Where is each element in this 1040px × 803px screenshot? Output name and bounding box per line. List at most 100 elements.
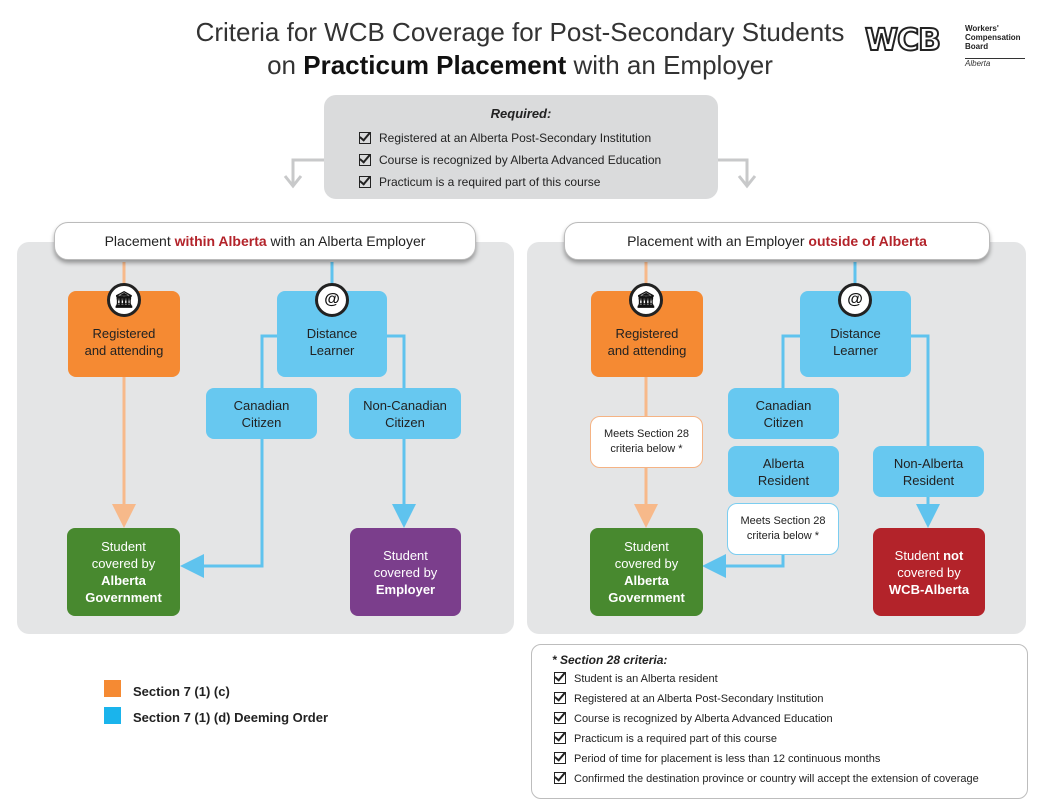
wcb-logo-mark: WCB [864,23,942,58]
section28-item: Registered at an Alberta Post-Secondary … [554,692,823,706]
node-text: Distance [306,326,358,341]
required-item-text: Practicum is a required part of this cou… [379,175,601,189]
node-text: Resident [902,472,955,488]
required-item: Course is recognized by Alberta Advanced… [359,152,661,168]
building-columns-icon: 🏛 [629,283,663,317]
right-meets-criteria-note-2: Meets Section 28 criteria below * [727,503,839,555]
node-text: Student [383,547,428,563]
at-sign-icon: @ [838,283,872,317]
logo-rule [965,58,1025,59]
node-text: covered by [373,564,438,580]
node-text: Citizen [385,414,425,430]
node-text: Student [624,539,669,554]
right-header-highlight: outside of Alberta [808,233,927,249]
node-text: Registered [92,326,156,341]
section28-item: Student is an Alberta resident [554,672,718,686]
required-item: Registered at an Alberta Post-Secondary … [359,130,651,146]
checkbox-checked-icon [554,732,566,744]
node-text: Student not [889,547,969,564]
checkbox-checked-icon [554,712,566,724]
node-text: Distance [830,326,881,341]
legend-swatch-orange [104,680,121,697]
section28-criteria-box: * Section 28 criteria: Student is an Alb… [531,644,1028,799]
node-text: WCB-Alberta [888,581,970,597]
node-text: Alberta [624,573,669,588]
node-text: Learner [309,343,355,358]
wcb-logo-text: Workers' Compensation Board [965,24,1021,51]
right-meets-criteria-note: Meets Section 28 criteria below * [590,416,703,468]
section28-item: Practicum is a required part of this cou… [554,732,777,746]
note-text: Meets Section 28 [740,515,826,527]
note-text: criteria below * [746,530,820,542]
section28-item: Course is recognized by Alberta Advanced… [554,712,833,726]
page-title: Criteria for WCB Coverage for Post-Secon… [150,16,890,82]
node-text: covered by [897,564,961,580]
legend-swatch-blue [104,707,121,724]
at-sign-icon: @ [315,283,349,317]
split-arrow-left [291,158,324,184]
checkbox-checked-icon [554,692,566,704]
node-text: Learner [833,343,878,358]
building-columns-icon: 🏛 [107,283,141,317]
title-line2-pre: on [267,50,304,80]
node-text: Alberta [762,455,805,471]
checkbox-checked-icon [554,672,566,684]
legend-label-section-7d: Section 7 (1) (d) Deeming Order [133,710,329,725]
legend-label-section-7c: Section 7 (1) (c) [133,684,230,699]
section28-item-text: Student is an Alberta resident [574,673,718,685]
title-line2-bold: Practicum Placement [303,50,567,80]
node-text: covered by [614,556,679,571]
node-text: covered by [91,556,156,571]
section28-item: Period of time for placement is less tha… [554,752,880,766]
wcb-logo: WCB Workers' Compensation Board Alberta [864,22,1025,70]
node-text: Government [85,590,162,605]
split-arrow-right [718,158,749,184]
required-item-text: Registered at an Alberta Post-Secondary … [379,131,652,145]
logo-sub: Alberta [965,59,991,68]
node-text: Resident [757,472,810,488]
section28-item-text: Practicum is a required part of this cou… [574,733,777,745]
note-text: criteria below * [610,443,683,455]
node-text: Canadian [233,397,290,413]
note-text: Meets Section 28 [604,428,689,440]
left-header-post: with an Alberta Employer [266,233,426,249]
right-header-pre: Placement with an Employer [627,233,809,249]
logo-text-line3: Board [965,42,989,51]
left-header-pre: Placement [104,233,175,249]
node-text: Citizen [241,414,282,430]
title-line1: Criteria for WCB Coverage for Post-Secon… [195,17,845,47]
node-text-bold: not [943,547,964,563]
node-text: and attending [84,343,164,358]
title-line2-post: with an Employer [566,50,773,80]
section28-item: Confirmed the destination province or co… [554,772,979,786]
section28-item-text: Confirmed the destination province or co… [574,773,979,785]
node-text: Registered [615,326,679,341]
right-student-not-covered-node: Student not covered by WCB-Alberta [873,528,985,616]
checkbox-checked-icon [554,752,566,764]
node-text: Employer [375,581,436,597]
node-text: Canadian [755,397,812,413]
right-panel-header: Placement with an Employer outside of Al… [564,222,990,260]
section28-item-text: Registered at an Alberta Post-Secondary … [574,693,824,705]
section28-item-text: Course is recognized by Alberta Advanced… [574,713,833,725]
node-text: Non-Canadian [363,397,447,413]
required-item: Practicum is a required part of this cou… [359,174,600,190]
node-text: Government [608,590,685,605]
left-panel-header: Placement within Alberta with an Alberta… [54,222,476,260]
checkbox-checked-icon [359,176,371,188]
required-item-text: Course is recognized by Alberta Advanced… [379,153,662,167]
logo-text-line1: Workers' [965,24,999,33]
node-text: Citizen [763,414,804,430]
checkbox-checked-icon [554,772,566,784]
title-line2: on Practicum Placement with an Employer [150,49,890,82]
node-text: Non-Alberta [893,455,964,471]
node-text-pre: Student [894,547,944,563]
section28-item-text: Period of time for placement is less tha… [574,753,881,765]
